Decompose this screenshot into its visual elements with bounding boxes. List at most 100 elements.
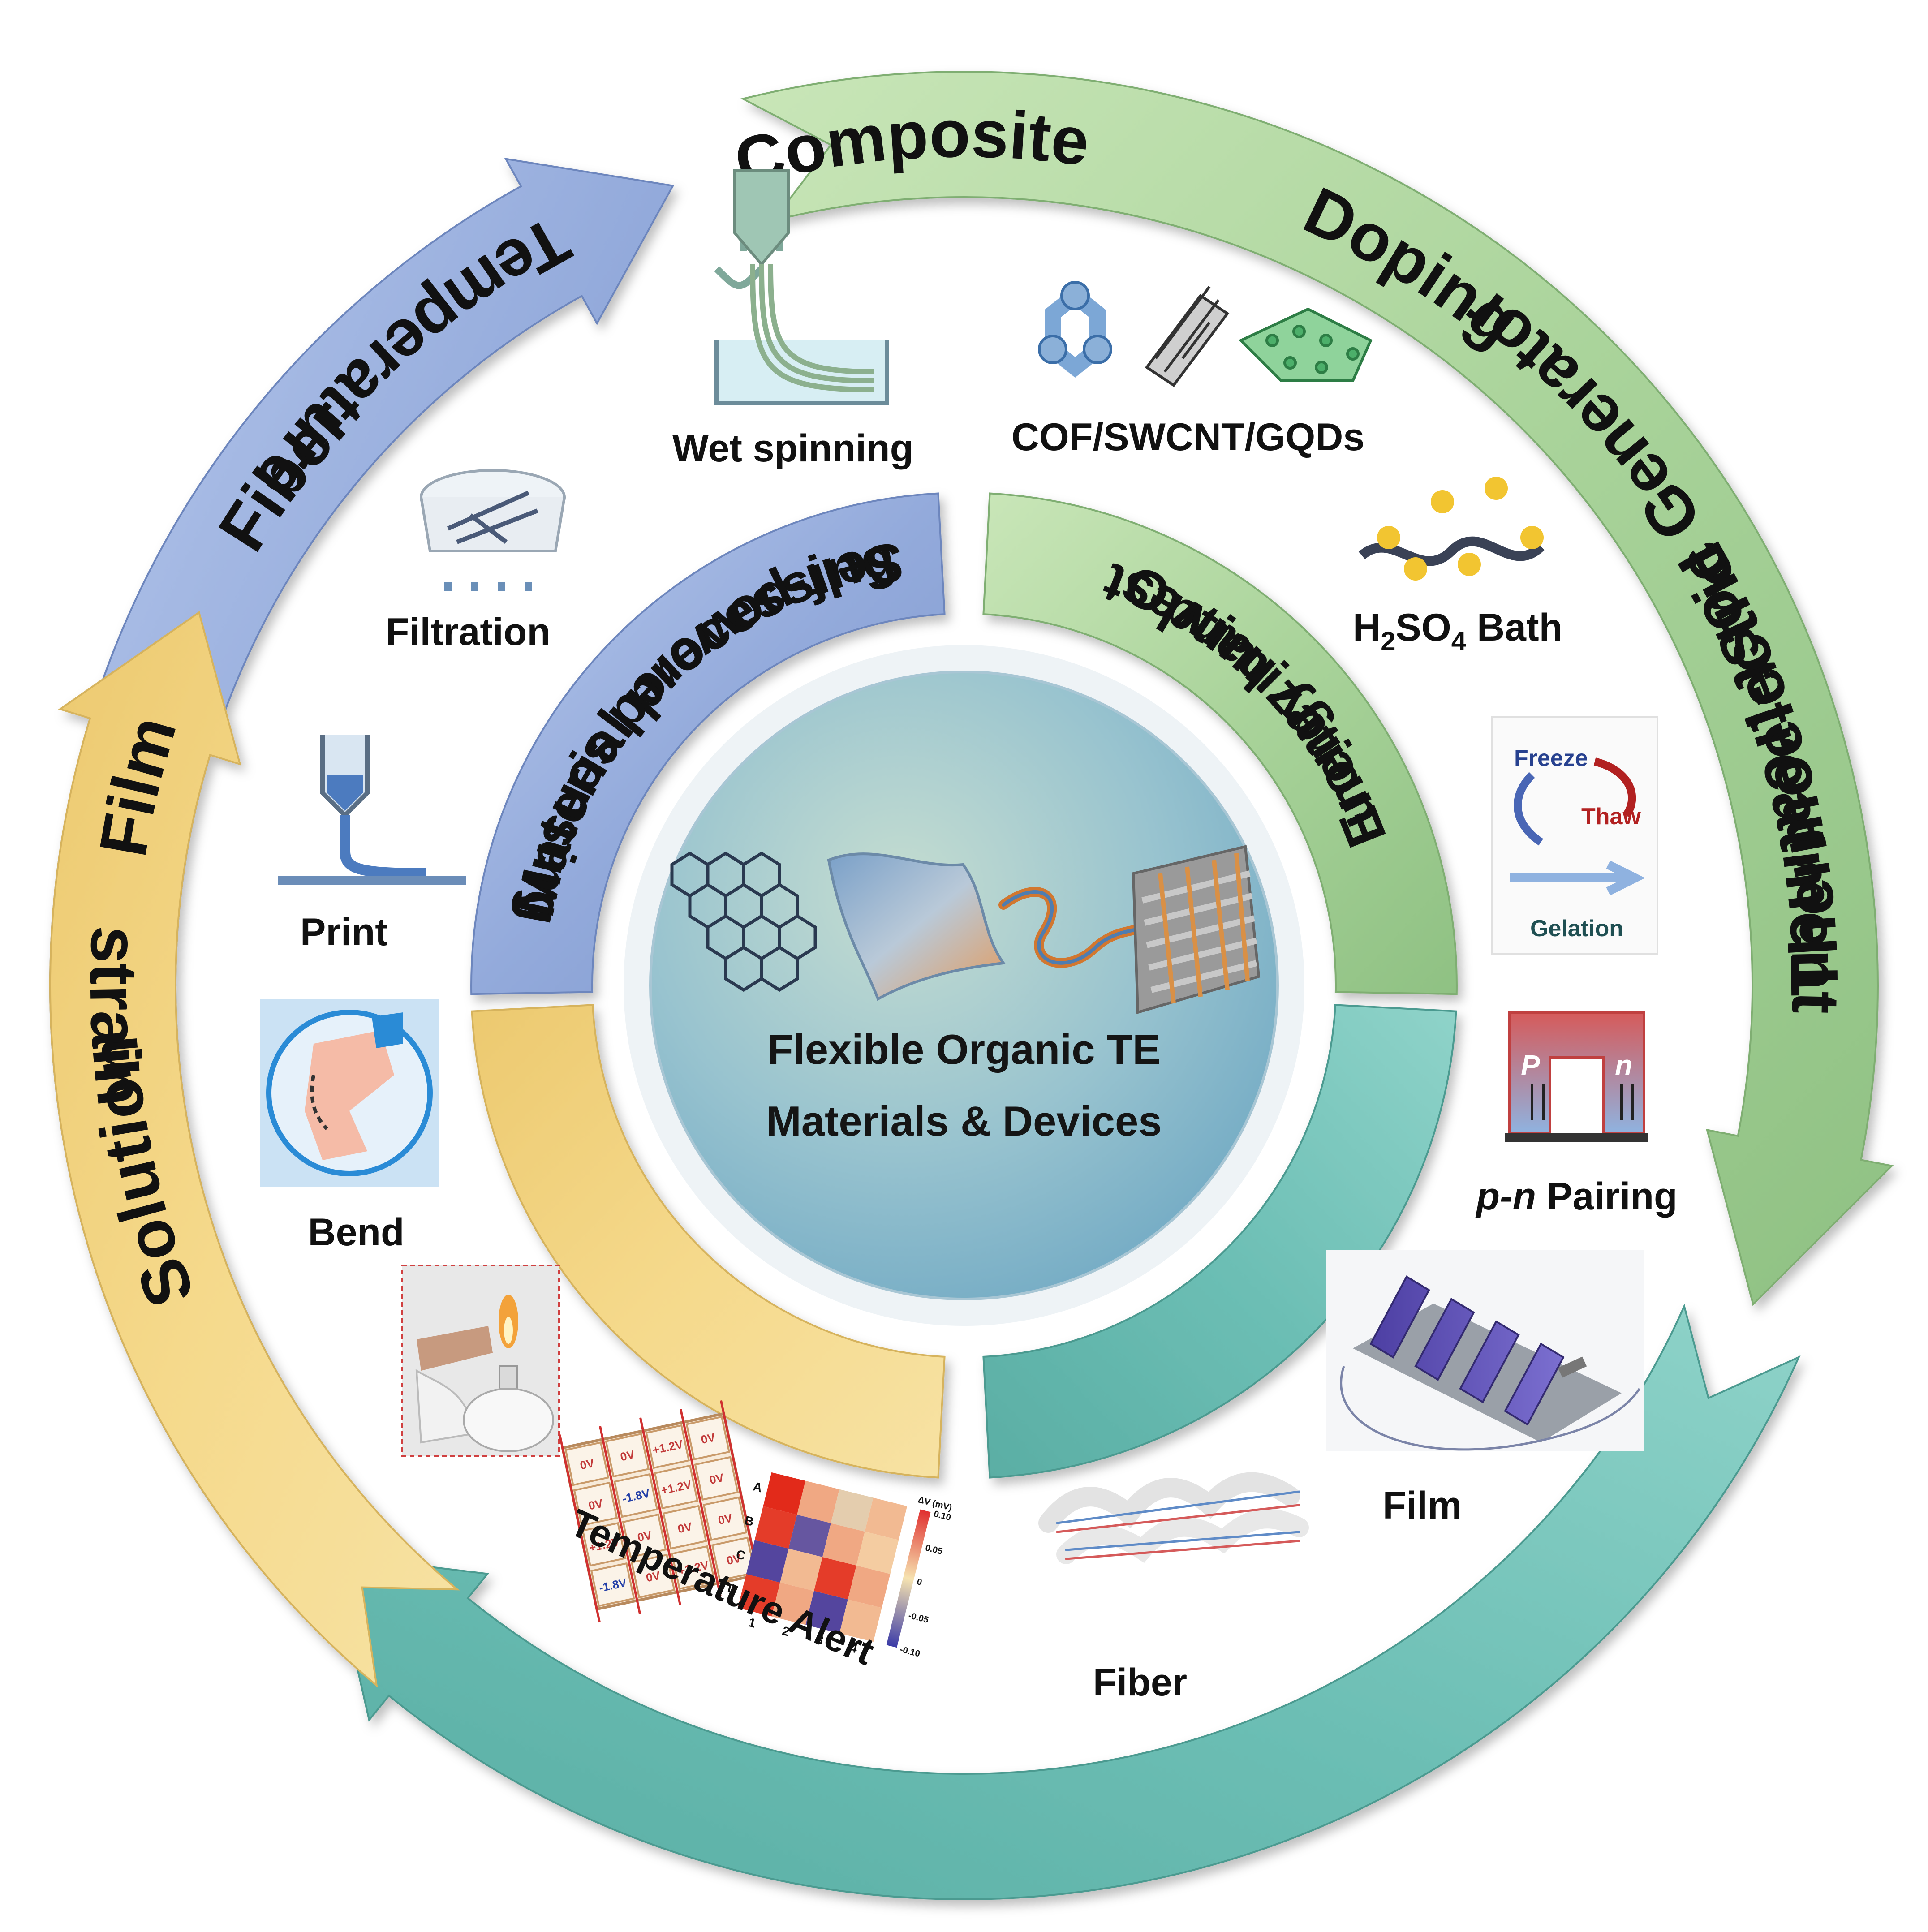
sensor-cell [590,1562,635,1607]
heatmap-cell [754,1506,797,1549]
heatmap-cell [822,1523,865,1566]
sensor-cell-voltage: 0V [676,1519,693,1536]
wet-spinning-illustration [714,169,889,405]
sensor-cell [613,1473,658,1518]
sensor-cell [685,1416,731,1461]
heatmap-cell [831,1489,874,1532]
sensor-cell-voltage: 0V [708,1471,725,1487]
sensor-cell [581,1522,627,1567]
heatmap-colorbar [886,1509,931,1648]
sensor-electrode-line [559,1434,601,1623]
label-temperature: Temperature [241,202,582,515]
heatmap-cell [788,1515,831,1558]
sensor-cell [694,1456,739,1501]
sensor-cell [645,1424,690,1469]
textile-illustration [1132,845,1261,1014]
heatmap-cell [865,1497,908,1540]
sensor-cell [671,1545,716,1590]
fabric-sheet-illustration [827,852,1006,1001]
sensor-cell-voltage: 0V [636,1528,653,1544]
print-illustration [278,735,466,885]
heatmap-cell [746,1540,789,1583]
enhancement-arrow [740,71,1894,1306]
heatmap-cell [737,1574,780,1617]
inner-ring [470,492,1458,1479]
colorbar-tick: -0.05 [908,1611,930,1625]
sensor-electrode-line [680,1409,722,1597]
heatmap-cell [797,1480,839,1523]
heatmap-col-label: 2 [781,1624,791,1639]
sensor-cell [605,1433,650,1478]
label-film: Film [1383,1484,1462,1527]
bend-illustration [260,999,439,1187]
heatmap-cell [839,1599,882,1642]
fiber-teg-illustration [1038,1472,1309,1564]
sensor-cell-voltage: 0V [587,1497,604,1513]
label-gelation: Gelation [1530,916,1623,942]
center-disc: Flexible Organic TE Materials & Devices [624,645,1304,1326]
sensor-electrode-line [639,1417,681,1605]
label-h2so4-bath: H2SO4 Bath [1353,606,1562,656]
heatmap-cell [805,1591,848,1634]
label-print: Print [300,911,388,954]
label-fiber: Fiber [1093,1661,1187,1704]
label-pn-pairing: p-n Pairing [1475,1175,1677,1218]
heatmap-cell [780,1549,823,1591]
center-circle [649,671,1279,1300]
sensor-cell [630,1553,676,1599]
label-filtration: Filtration [386,611,551,654]
sensor-cell [702,1496,748,1541]
swcnt-illustration [1145,286,1230,387]
heatmap-col-label: 3 [815,1632,825,1648]
film-teg-illustration [1326,1250,1644,1451]
freeze-thaw-illustration: Freeze Thaw Gelation [1491,716,1658,955]
outer-ring-arrows [49,71,1894,1900]
heatmap-cell [771,1582,814,1625]
filtration-illustration [420,469,566,591]
sensor-cell [564,1441,610,1486]
sensor-cell-voltage: 0V [725,1551,742,1567]
center-title-line1: Flexible Organic TE [767,1026,1161,1073]
label-wet-spinning: Wet spinning [672,427,913,470]
energy-harvest-segment [982,1004,1457,1479]
h2so4-illustration [1358,477,1545,581]
sensor-cell-voltage: 0V [619,1447,636,1463]
heatmap-cell [856,1532,899,1574]
cof-illustration [1038,281,1112,378]
colorbar-tick: 0.05 [924,1543,943,1557]
heatmap-cell [848,1565,891,1608]
sensor-cell-voltage: 0V [700,1430,717,1446]
sensor-cell [654,1464,699,1510]
sensor-cell-voltage: 0V [579,1456,596,1472]
label-freeze: Freeze [1514,745,1588,771]
colorbar-tick: -0.10 [899,1644,921,1659]
flame-finger-photo [401,1265,560,1457]
sensor-cell [622,1513,667,1558]
gqds-illustration [1238,307,1373,382]
sensor-electrode-line [599,1426,641,1614]
fiber-strand-core [1002,890,1149,965]
heatmap-col-label: 1 [747,1615,757,1631]
label-p-leg: P [1521,1049,1540,1081]
sensor-cell-voltage: 0V [645,1568,662,1584]
svg-text:Temperature: Temperature [241,202,582,515]
heatmap-row-label: A [752,1479,764,1495]
label-n-leg: n [1615,1049,1632,1081]
colorbar-tick: 0 [916,1577,923,1588]
sensing-arrow [49,611,460,1688]
sensor-cell-voltage: 0V [717,1511,734,1527]
processing-segment [470,492,946,995]
label-bend: Bend [308,1211,405,1254]
device-arrow [330,1303,1801,1900]
sensor-cell [662,1505,707,1550]
label-strain: strain [76,925,159,1110]
heatmap-cell [814,1557,856,1600]
molecule-illustration [670,851,817,992]
optimization-segment [982,492,1458,995]
center-title-line2: Materials & Devices [766,1097,1162,1145]
heatmap-cell [763,1472,806,1515]
